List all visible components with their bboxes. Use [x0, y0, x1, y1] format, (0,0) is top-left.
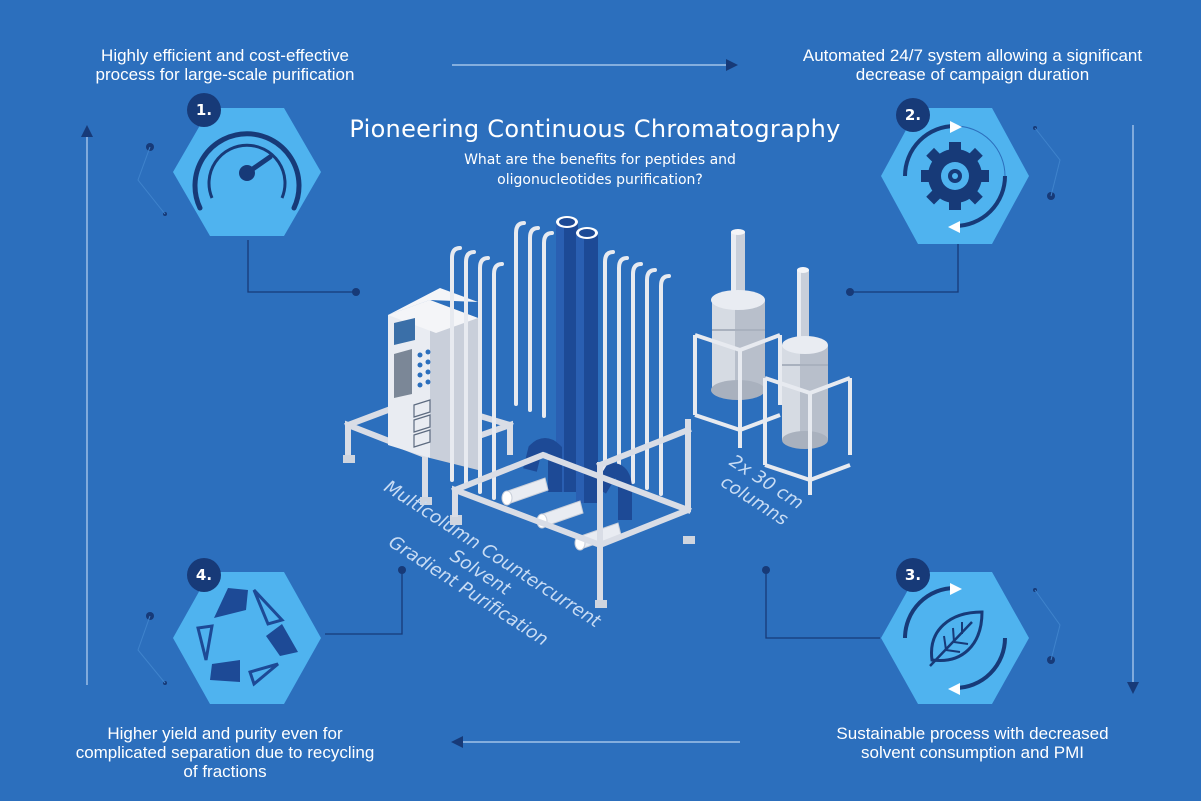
leader-line-4 — [325, 566, 406, 635]
leaf-icon — [903, 583, 1007, 695]
hexagon-2 — [881, 108, 1029, 244]
decor-dash — [137, 127, 1061, 684]
column-large — [693, 229, 782, 448]
flow-arrow-left — [81, 125, 93, 685]
badge-4: 4. — [187, 558, 221, 592]
flow-arrow-top — [452, 59, 738, 71]
gear-icon — [903, 121, 1007, 233]
badge-3: 3. — [896, 558, 930, 592]
page-title: Pioneering Continuous Chromatography — [349, 115, 841, 143]
hexagon-1 — [173, 108, 321, 236]
leader-line-3 — [762, 566, 880, 639]
flow-arrow-right — [1127, 125, 1139, 694]
column-a — [556, 216, 578, 492]
badge-2: 2. — [896, 98, 930, 132]
column-b — [576, 227, 598, 503]
gauge-icon — [192, 131, 302, 211]
recycle-icon — [196, 588, 298, 687]
chromatography-equipment — [343, 216, 852, 608]
leader-line-1 — [247, 240, 360, 296]
leader-line-2 — [846, 242, 959, 296]
benefit-3-text: Sustainable process with decreased solve… — [836, 724, 1109, 762]
benefit-4-text: Higher yield and purity even for complic… — [75, 724, 375, 781]
benefit-1-text: Highly efficient and cost-effective proc… — [95, 46, 355, 84]
flow-arrow-bottom — [451, 736, 740, 748]
benefit-2-text: Automated 24/7 system allowing a signifi… — [802, 46, 1143, 84]
hexagon-4 — [173, 572, 321, 704]
hexagon-3 — [881, 572, 1029, 704]
page-subtitle: What are the benefits for peptides and o… — [464, 152, 736, 188]
badge-1: 1. — [187, 93, 221, 127]
column-small — [763, 267, 852, 495]
